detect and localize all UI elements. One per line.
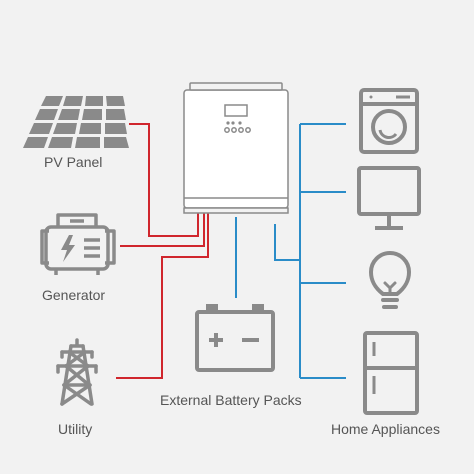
pv-panel-label: PV Panel <box>44 154 103 170</box>
battery-label: External Battery Packs <box>160 392 302 408</box>
generator-icon <box>40 213 116 275</box>
monitor-icon <box>357 166 421 230</box>
battery-icon <box>195 304 275 372</box>
red-wires <box>116 123 209 379</box>
load-wire-stub <box>274 224 300 261</box>
light-bulb-icon <box>369 251 411 309</box>
power-tower-icon <box>56 338 98 406</box>
home-appliances-label: Home Appliances <box>331 421 440 437</box>
washing-machine-icon <box>359 88 419 154</box>
solar-panel-icon <box>23 96 129 148</box>
utility-label: Utility <box>58 421 93 437</box>
pv-wire <box>129 123 199 237</box>
utility-wire <box>116 211 209 379</box>
refrigerator-icon <box>363 331 419 415</box>
generator-label: Generator <box>42 287 106 303</box>
inverter-icon <box>183 82 289 214</box>
blue-wires <box>235 123 346 379</box>
generator-wire <box>120 211 205 247</box>
